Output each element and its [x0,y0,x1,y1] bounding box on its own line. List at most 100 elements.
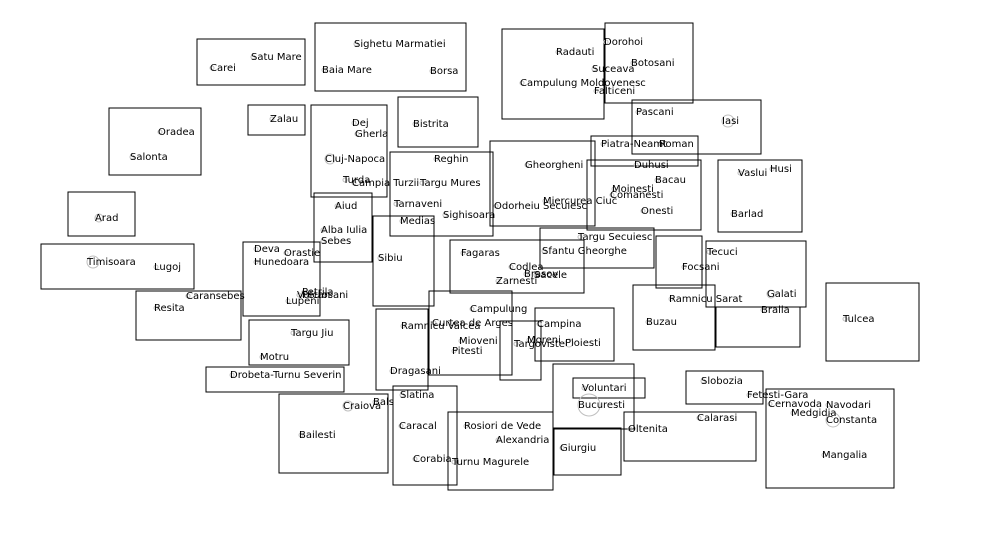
cluster-box [392,385,458,486]
city-label-calarasi: Calarasi [697,413,737,424]
city-marker [821,452,827,458]
city-label-turda: Turda [342,175,370,186]
city-marker [354,131,360,137]
city-marker [185,293,191,299]
city-marker [412,121,418,127]
city-label-oradea: Oradea [158,127,195,138]
city-marker [564,338,574,348]
city-marker [668,296,674,302]
city-label-dragasani: Dragasani [390,366,441,377]
city-marker [321,67,327,73]
city-label-tarnaveni: Tarnaveni [393,199,442,210]
city-marker [825,402,831,408]
city-marker [250,54,256,60]
city-marker [324,153,336,165]
city-label-campina: Campina [537,319,581,330]
city-marker [320,227,326,233]
city-marker [542,198,548,204]
cluster-box [447,411,554,491]
city-label-corabia: Corabia [413,454,452,465]
city-marker [523,271,529,277]
city-marker [229,372,235,378]
city-marker [442,212,448,218]
city-marker [577,234,583,240]
cluster-box [572,377,646,399]
city-marker [721,114,735,128]
city-label-pascani: Pascani [636,107,674,118]
city-marker [298,432,304,438]
cluster-box [389,151,494,237]
cluster-box [552,363,635,430]
city-marker [269,116,275,122]
city-marker [320,238,326,244]
cluster-box [310,104,388,198]
city-label-piatra-neamt: Piatra-Neamt [601,139,667,150]
city-marker [541,248,547,254]
city-label-dorohoi: Dorohoi [604,37,643,48]
city-marker [737,170,743,176]
city-label-sighisoara: Sighisoara [443,210,495,221]
city-marker [431,320,437,326]
city-label-vaslui: Vaslui [738,168,767,179]
city-label-fagaras: Fagaras [461,248,500,259]
city-label-duhusi: Duhusi [634,160,669,171]
city-label-sacele: Sacele [534,270,567,281]
city-label-caransebes: Caransebes [186,291,245,302]
city-label-ploiesti: Ploiesti [565,338,601,349]
cluster-box [715,306,801,348]
city-label-zarnesti: Zarnesti [496,276,537,287]
city-marker [129,154,135,160]
city-marker [825,412,841,428]
city-label-constanta: Constanta [826,415,877,426]
cluster-box [248,319,350,366]
city-marker [153,264,159,270]
cluster-box [489,140,596,227]
city-marker [393,201,399,207]
city-marker [399,392,405,398]
city-marker [283,250,289,256]
city-label-odorheiu-secuiesc: Odorheiu Secuiesc [494,201,587,212]
city-marker [769,166,775,172]
city-label-satu-mare: Satu Mare [251,52,302,63]
city-label-campulung-moldovenesc: Campulung Moldovenesc [520,78,646,89]
city-label-navodari: Navodari [826,400,871,411]
city-marker [600,141,606,147]
city-marker [400,323,406,329]
city-label-slatina: Slatina [400,390,434,401]
cluster-box [397,96,479,148]
cluster-box [631,99,762,155]
city-marker [493,203,499,209]
city-marker [519,80,525,86]
city-marker [285,298,291,304]
city-marker [412,456,418,462]
city-label-oltenita: Oltenita [628,424,668,435]
city-label-alba-iulia: Alba Iulia [321,225,367,236]
city-label-petrosani: Petrosani [302,290,348,301]
city-label-tecuci: Tecuci [706,247,738,258]
city-label-borsa: Borsa [430,66,458,77]
cluster-box [205,366,345,393]
cluster-box [196,38,306,86]
city-label-cluj-napoca: Cluj-Napoca [325,154,385,165]
city-marker [463,423,469,429]
city-label-petrila: Petrila [302,287,334,298]
cluster-box [765,388,895,489]
city-label-caracal: Caracal [399,421,437,432]
city-marker [842,316,848,322]
city-markers [86,39,848,465]
cluster-box [501,28,605,120]
city-label-craiova: Craiova [343,401,381,412]
cluster-box [553,427,622,476]
city-marker [746,392,752,398]
city-label-zalau: Zalau [270,114,298,125]
city-label-sebes: Sebes [321,236,351,247]
city-marker [706,249,712,255]
city-marker [334,203,340,209]
city-marker [429,68,435,74]
city-label-voluntari: Voluntari [582,383,627,394]
city-marker [398,423,404,429]
city-marker [591,66,597,72]
city-marker [253,246,259,252]
